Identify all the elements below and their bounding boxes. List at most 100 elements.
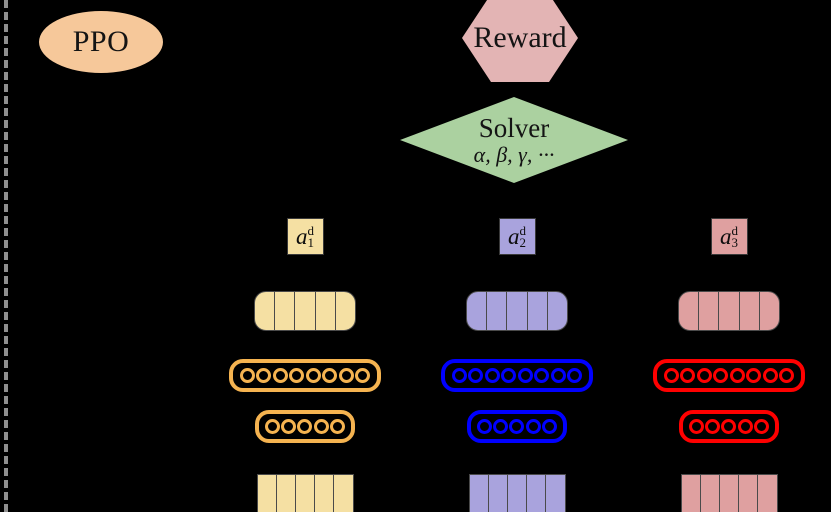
neuron-node — [239, 368, 255, 383]
neuron-node — [517, 368, 533, 383]
action-superscript-3: d — [731, 223, 739, 239]
output-bar-segment — [487, 292, 508, 330]
solver-label: Solver — [478, 112, 550, 143]
input-bar-segment — [277, 475, 296, 512]
neuron-node — [705, 419, 721, 434]
neuron-node — [753, 419, 769, 434]
neuron-node — [322, 368, 338, 383]
reward-label: Reward — [473, 21, 567, 54]
output-bar-2 — [466, 291, 568, 331]
neuron-node — [501, 368, 517, 383]
output-bar-segment — [528, 292, 548, 330]
neuron-node — [567, 368, 583, 383]
neuron-node — [493, 419, 509, 434]
hidden-layer-narrow-3 — [679, 410, 779, 443]
output-bar-3 — [678, 291, 780, 331]
neuron-node — [689, 419, 705, 434]
neuron-node — [737, 419, 753, 434]
output-bar-segment — [255, 292, 276, 330]
hidden-layer-narrow-2 — [467, 410, 567, 443]
output-bar-segment — [719, 292, 740, 330]
neuron-node — [663, 368, 679, 383]
output-bar-segment — [467, 292, 488, 330]
neuron-node — [525, 419, 541, 434]
output-bar-segment — [507, 292, 528, 330]
solver-parameters-label: α, β, γ, ··· — [473, 141, 555, 167]
neuron-node — [534, 368, 550, 383]
ppo-label: PPO — [72, 25, 130, 58]
neuron-node — [541, 419, 557, 434]
input-bar-segment — [489, 475, 508, 512]
output-bar-segment — [295, 292, 316, 330]
solver-node: Solver α, β, γ, ··· — [400, 97, 628, 183]
neuron-node — [272, 368, 288, 383]
neuron-node — [484, 368, 500, 383]
input-bar-segment — [508, 475, 528, 512]
output-bar-1 — [254, 291, 356, 331]
input-bar-3 — [680, 474, 778, 512]
output-bar-segment — [316, 292, 336, 330]
input-bar-segment — [258, 475, 277, 512]
input-bar-segment — [315, 475, 335, 512]
action-subscript-2: 2 — [519, 234, 527, 250]
action-symbol-2: a — [508, 224, 520, 249]
ppo-node: PPO — [38, 10, 164, 74]
neuron-node — [509, 419, 525, 434]
neuron-node — [477, 419, 493, 434]
neuron-node — [779, 368, 795, 383]
neuron-node — [265, 419, 281, 434]
neuron-node — [289, 368, 305, 383]
output-bar-segment — [275, 292, 296, 330]
input-bar-segment — [334, 475, 352, 512]
input-bar-segment — [470, 475, 489, 512]
neuron-node — [297, 419, 313, 434]
input-bar-segment — [682, 475, 701, 512]
reward-node: Reward — [462, 0, 578, 82]
neuron-node — [721, 419, 737, 434]
output-bar-segment — [548, 292, 567, 330]
output-bar-segment — [679, 292, 700, 330]
neuron-node — [762, 368, 778, 383]
neuron-node — [696, 368, 712, 383]
output-bar-segment — [336, 292, 355, 330]
action-superscript-1: d — [307, 223, 315, 239]
output-bar-segment — [699, 292, 720, 330]
neuron-node — [468, 368, 484, 383]
input-bar-1 — [256, 474, 354, 512]
hidden-layer-wide-1 — [229, 359, 381, 392]
action-symbol-1: a — [296, 224, 308, 249]
neuron-node — [313, 419, 329, 434]
neuron-node — [305, 368, 321, 383]
input-bar-segment — [758, 475, 776, 512]
neuron-node — [451, 368, 467, 383]
hidden-layer-wide-2 — [441, 359, 593, 392]
action-subscript-1: 1 — [307, 234, 315, 250]
neuron-node — [729, 368, 745, 383]
input-bar-segment — [720, 475, 740, 512]
hidden-layer-narrow-1 — [255, 410, 355, 443]
hidden-layer-wide-3 — [653, 359, 805, 392]
neuron-node — [713, 368, 729, 383]
input-bar-2 — [468, 474, 566, 512]
input-bar-segment — [296, 475, 316, 512]
left-boundary-dashed-line — [4, 0, 8, 512]
neuron-node — [256, 368, 272, 383]
input-bar-segment — [701, 475, 720, 512]
input-bar-segment — [546, 475, 564, 512]
action-symbol-3: a — [720, 224, 732, 249]
neuron-node — [550, 368, 566, 383]
neuron-node — [329, 419, 345, 434]
output-bar-segment — [760, 292, 779, 330]
neuron-node — [355, 368, 371, 383]
neuron-node — [338, 368, 354, 383]
neuron-node — [680, 368, 696, 383]
input-bar-segment — [527, 475, 547, 512]
neuron-node — [281, 419, 297, 434]
action-subscript-3: 3 — [731, 234, 739, 250]
action-superscript-2: d — [519, 223, 527, 239]
input-bar-segment — [739, 475, 759, 512]
output-bar-segment — [740, 292, 760, 330]
